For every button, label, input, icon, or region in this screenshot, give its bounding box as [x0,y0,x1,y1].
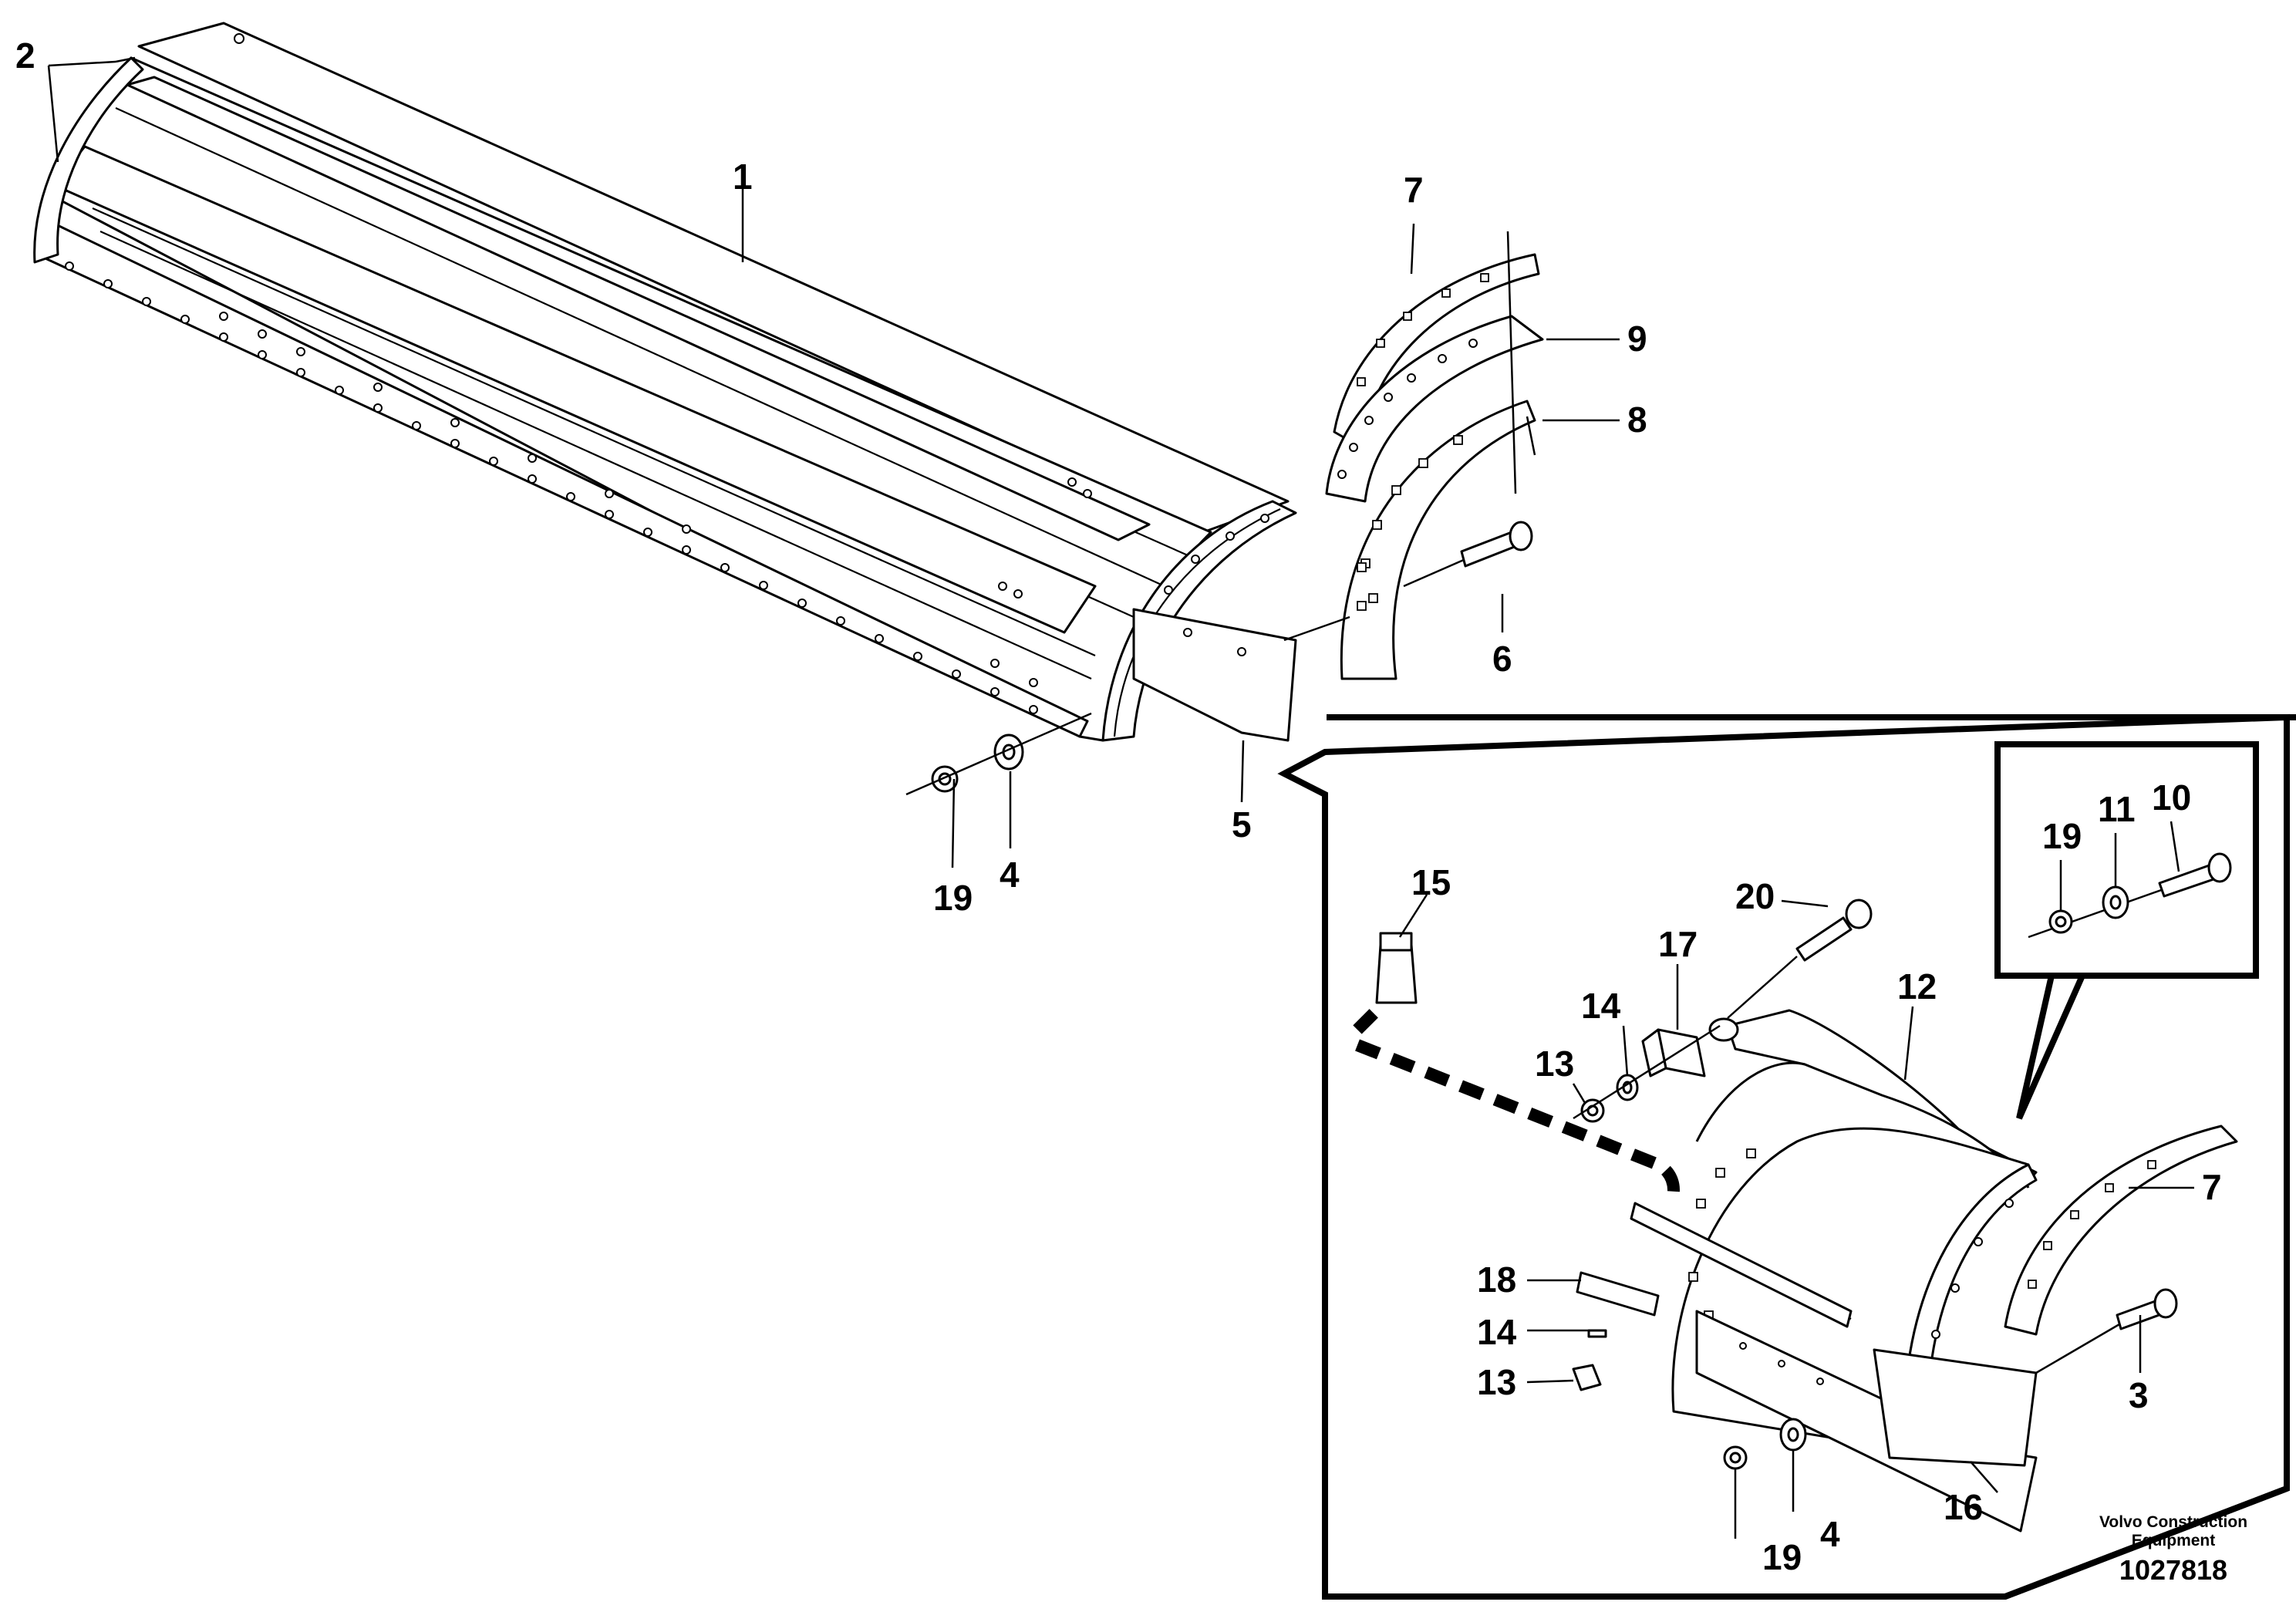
nut-19-top [931,765,959,793]
moldboard-assembly [33,22,1297,742]
cutting-edge [1132,608,1297,742]
callout-7-top: 7 [1404,170,1424,210]
callout-6: 6 [1492,639,1512,679]
detail-nut-19 [1723,1445,1748,1470]
detail-bolt-15 [1353,932,1680,1207]
detail-leader-lines [1398,821,2194,1539]
callout-17: 17 [1658,924,1698,964]
callout-12: 12 [1897,966,1937,1007]
callout-9: 9 [1627,319,1647,359]
callout-19-inset: 19 [2042,816,2082,856]
footer-brand: Volvo Construction Equipment 1027818 [2099,1513,2247,1586]
callout-20: 20 [1735,876,1775,916]
detail-segment-7 [2004,1125,2238,1336]
callout-labels: 2 1 7 9 8 6 5 19 4 15 20 17 14 13 12 18 … [15,35,2222,1577]
washer-4-top [993,733,1024,771]
detail-bolt-3 [2035,1288,2178,1374]
callout-15: 15 [1411,862,1451,902]
top-leader-lines [47,56,1620,868]
detail-bolt-20 [1727,899,1873,1019]
brand-line-2: Equipment [2132,1532,2216,1549]
inset-nut-19 [2048,909,2073,934]
callout-5: 5 [1232,804,1252,845]
detail-plate-18 [1576,1271,1660,1317]
callout-4-top: 4 [1000,855,1020,895]
callout-2: 2 [15,35,35,76]
bolt-path-dashed [1353,1002,1680,1207]
inset-washer-11 [2102,885,2129,919]
detail-view-frame [1277,713,2296,1600]
callout-13-upper: 13 [1535,1044,1574,1084]
callout-13-lower: 13 [1477,1362,1516,1402]
left-end-plate [33,56,144,264]
callout-18: 18 [1477,1259,1516,1300]
bottom-strip-holes [65,261,1038,714]
segment-9-plate [1325,315,1544,503]
segment-8-curved [1340,400,1536,680]
detail-washer-14-lower [1587,1329,1607,1338]
inset-view-frame [1994,741,2259,1120]
callout-11: 11 [2098,789,2136,829]
callout-4-detail: 4 [1820,1514,1840,1554]
callout-14-upper: 14 [1581,986,1621,1026]
top-wear-strip [126,76,1151,541]
callout-8: 8 [1627,400,1647,440]
callout-3: 3 [2129,1375,2149,1415]
callout-10: 10 [2152,777,2191,818]
callout-7-detail: 7 [2202,1167,2222,1207]
upper-row-holes [219,312,1038,687]
detail-washer-4 [1779,1418,1807,1452]
detail-nut-13-upper [1580,1098,1605,1123]
callout-16: 16 [1944,1487,1983,1527]
detail-cutting-edge-16 [1695,1310,2038,1533]
callout-14-lower: 14 [1477,1312,1517,1352]
plow-bolt-6 [1403,521,1533,588]
callout-19-top: 19 [933,878,973,918]
document-number: 1027818 [2119,1554,2227,1586]
callout-1: 1 [733,157,753,197]
detail-nut-13-lower [1572,1364,1602,1391]
brand-line-1: Volvo Construction [2099,1513,2247,1531]
callout-19-detail: 19 [1762,1537,1802,1577]
moldboard-top-face [137,22,1290,534]
